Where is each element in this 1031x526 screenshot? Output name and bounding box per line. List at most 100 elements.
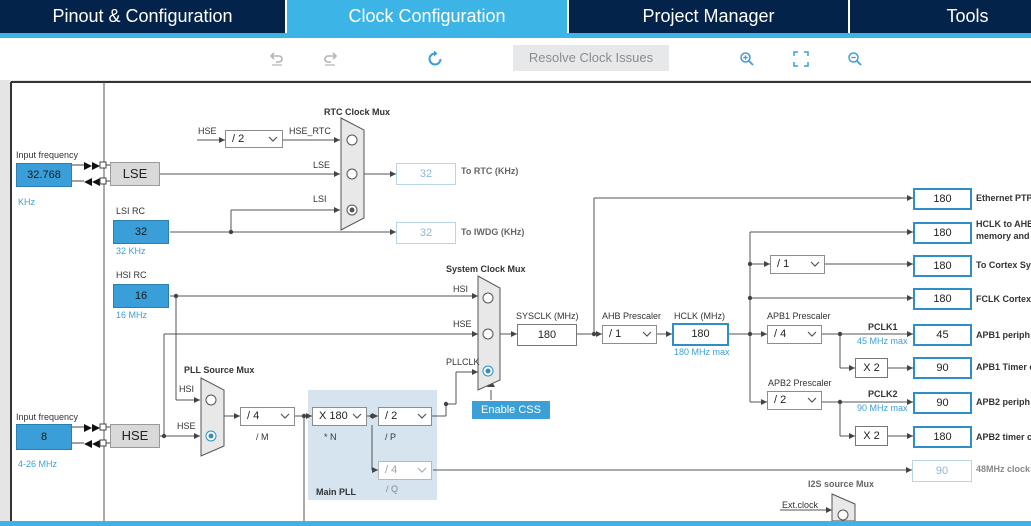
ext-clock-label: Ext.clock — [782, 500, 819, 510]
apb1-prescaler-label: APB1 Prescaler — [767, 311, 831, 321]
lse-input-frequency-label: Input frequency — [16, 150, 79, 160]
hse-input-frequency-label: Input frequency — [16, 412, 79, 422]
enable-css-button[interactable]: Enable CSS — [472, 401, 550, 419]
hsi-freq-label: 16 MHz — [116, 310, 148, 320]
hse-range-label: 4-26 MHz — [18, 459, 58, 469]
ethernet-ptp-label: Ethernet PTP — [976, 193, 1031, 203]
main-pll-title: Main PLL — [316, 487, 356, 497]
zoom-out-icon[interactable] — [843, 47, 867, 71]
chevron-down-icon — [810, 256, 820, 279]
pll-n-value: X 180 — [319, 410, 348, 422]
cortex-system-timer-output: 180 — [913, 255, 972, 277]
chevron-down-icon — [417, 462, 427, 485]
bottom-accent-bar — [0, 521, 1031, 526]
pll-p-divider-select[interactable]: / 2 — [378, 407, 432, 426]
hse-rtc-label: HSE_RTC — [289, 126, 331, 136]
pll-hse-label: HSE — [177, 421, 196, 431]
pll-m-divider-select[interactable]: / 4 — [240, 407, 295, 426]
chevron-down-icon — [417, 408, 427, 431]
apb2-prescaler-value: / 2 — [774, 394, 787, 406]
hse-block: HSE — [110, 424, 160, 448]
pll-source-mux[interactable] — [200, 377, 225, 457]
tab-divider — [567, 0, 569, 33]
chevron-down-icon — [807, 392, 817, 415]
tab-divider — [848, 0, 850, 33]
rtc-hse-label: HSE — [198, 126, 217, 136]
system-clock-mux-title: System Clock Mux — [446, 264, 526, 274]
hsi-rc-value: 16 — [113, 284, 169, 308]
pclk1-max-label: 45 MHz max — [857, 336, 908, 346]
rtc-hse-divider-select[interactable]: / 2 — [225, 130, 283, 148]
chevron-down-icon — [807, 326, 817, 349]
hsi-rc-label: HSI RC — [116, 270, 147, 280]
apb2-timer-multiplier: X 2 — [855, 426, 888, 446]
pll-q-label: / Q — [386, 484, 399, 494]
system-clock-mux[interactable] — [477, 275, 501, 391]
ahb-prescaler-select[interactable]: / 1 — [602, 325, 657, 344]
apb1-prescaler-select[interactable]: / 4 — [767, 325, 822, 344]
tab-pinout-configuration[interactable]: Pinout & Configuration — [52, 6, 233, 26]
pll-q-divider-select[interactable]: / 4 — [378, 461, 432, 480]
rtc-clock-mux-title: RTC Clock Mux — [324, 107, 391, 117]
chevron-down-icon — [352, 408, 362, 431]
to-rtc-label: To RTC (KHz) — [461, 166, 519, 176]
hclk-ahb-label-line2: memory and — [976, 231, 1030, 241]
apb2-timer-label: APB2 timer c — [976, 432, 1031, 442]
cortex-timer-divider-select[interactable]: / 1 — [770, 255, 825, 274]
lsi-rc-label: LSI RC — [116, 206, 146, 216]
chevron-down-icon — [280, 408, 290, 431]
resolve-clock-issues-button[interactable]: Resolve Clock Issues — [513, 45, 669, 71]
tab-clock-configuration[interactable]: Clock Configuration — [287, 0, 567, 33]
pclk2-label: PCLK2 — [868, 389, 898, 399]
rtc-output-value: 32 — [396, 163, 456, 185]
ahb-prescaler-value: / 1 — [609, 328, 622, 340]
fit-screen-icon[interactable] — [789, 47, 813, 71]
lse-input-frequency-field[interactable]: 32.768 — [16, 163, 72, 187]
pll-n-label: * N — [324, 432, 337, 442]
lse-unit-label: KHz — [18, 197, 36, 207]
tab-divider — [285, 0, 287, 33]
main-tabs: Pinout & Configuration Clock Configurati… — [0, 0, 1031, 33]
chevron-down-icon — [642, 326, 652, 349]
lsi-freq-label: 32 KHz — [116, 246, 146, 256]
lse-block: LSE — [110, 162, 160, 186]
tab-tools[interactable]: Tools — [946, 6, 989, 26]
48mhz-clock-output: 90 — [912, 460, 972, 482]
pll-n-multiplier-select[interactable]: X 180 — [312, 407, 367, 426]
pll-q-value: / 4 — [385, 464, 398, 476]
tab-underline — [0, 33, 1031, 38]
hclk-label: HCLK (MHz) — [674, 311, 725, 321]
48mhz-clock-label: 48MHz clock — [976, 464, 1031, 474]
apb1-timer-output: 90 — [913, 357, 972, 379]
cortex-system-timer-label: To Cortex Sy — [976, 260, 1031, 270]
sys-pllclk-label: PLLCLK — [446, 357, 480, 367]
rtc-clock-mux[interactable] — [340, 117, 365, 231]
pclk2-max-label: 90 MHz max — [857, 403, 908, 413]
pll-hsi-label: HSI — [179, 384, 195, 394]
zoom-in-icon[interactable] — [735, 47, 759, 71]
apb1-peripheral-label: APB1 periph — [976, 330, 1031, 340]
apb2-prescaler-label: APB2 Prescaler — [768, 378, 832, 388]
ethernet-ptp-output: 180 — [913, 188, 972, 210]
pll-m-value: / 4 — [247, 410, 260, 422]
pll-p-value: / 2 — [385, 410, 398, 422]
apb1-timer-label: APB1 Timer c — [976, 362, 1031, 372]
i2s-source-mux-title: I2S source Mux — [808, 479, 875, 489]
refresh-icon[interactable] — [423, 47, 447, 71]
apb2-peripheral-label: APB2 periph — [976, 397, 1031, 407]
hclk-field[interactable]: 180 — [672, 323, 729, 346]
sysclk-value: 180 — [517, 324, 577, 346]
pll-p-label-text: / P — [385, 432, 397, 442]
redo-icon[interactable] — [318, 47, 342, 71]
toolbar: Resolve Clock Issues — [0, 38, 1031, 80]
cortex-divider-value: / 1 — [777, 258, 790, 270]
hse-input-frequency-field[interactable]: 8 — [16, 424, 72, 450]
undo-icon[interactable] — [265, 47, 289, 71]
hclk-ahb-label: HCLK to AHB — [976, 219, 1031, 229]
apb1-timer-multiplier: X 2 — [855, 358, 888, 378]
apb2-prescaler-select[interactable]: / 2 — [767, 391, 822, 410]
pll-source-mux-title: PLL Source Mux — [184, 365, 255, 375]
tab-project-manager[interactable]: Project Manager — [642, 6, 775, 26]
iwdg-output-value: 32 — [396, 222, 456, 244]
pclk1-label: PCLK1 — [868, 322, 898, 332]
